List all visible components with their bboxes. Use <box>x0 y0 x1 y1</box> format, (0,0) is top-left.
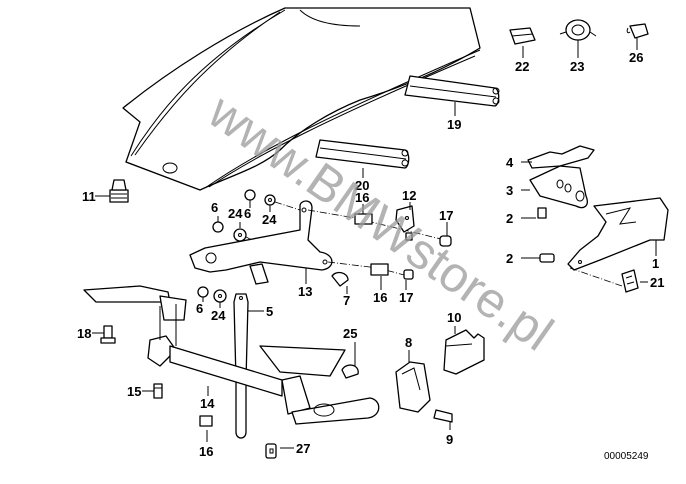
bolt-18 <box>100 325 116 344</box>
callout-21: 21 <box>650 275 664 290</box>
callout-6b: 6 <box>244 206 251 221</box>
callout-16c: 16 <box>199 444 213 459</box>
callout-19: 19 <box>447 117 461 132</box>
clip-26 <box>626 23 649 39</box>
clamp-23 <box>559 19 597 41</box>
callout-22: 22 <box>515 59 529 74</box>
clip-21 <box>621 269 639 293</box>
clip-27 <box>265 443 277 459</box>
callout-17a: 17 <box>439 208 453 223</box>
callout-27: 27 <box>296 441 310 456</box>
gas-strut-5 <box>233 293 249 439</box>
hinge-plate-4 <box>527 145 595 169</box>
hinge-bracket-3 <box>529 165 588 209</box>
clip-22 <box>509 27 536 45</box>
callout-6a: 6 <box>211 200 218 215</box>
callout-2b: 2 <box>506 251 513 266</box>
callout-14: 14 <box>200 396 215 411</box>
callout-3: 3 <box>506 183 513 198</box>
callout-24b: 24 <box>262 212 277 227</box>
hood-lock-8 <box>395 361 431 413</box>
callout-16a: 16 <box>355 190 369 205</box>
callout-labels: 11 22 23 26 19 20 16 12 17 4 3 2 2 1 21 … <box>77 50 664 459</box>
callout-9: 9 <box>446 432 453 447</box>
bolt-15 <box>153 383 163 399</box>
callout-1: 1 <box>652 256 659 271</box>
callout-10: 10 <box>447 310 461 325</box>
callout-6c: 6 <box>196 301 203 316</box>
leader-lines <box>92 38 657 449</box>
bolt-2-lower <box>539 253 623 287</box>
hinge-1 <box>567 197 669 271</box>
callout-20: 20 <box>355 178 369 193</box>
callout-12: 12 <box>402 188 416 203</box>
callout-24a: 24 <box>228 206 243 221</box>
pin-bolt-set <box>199 205 452 427</box>
callout-25: 25 <box>343 326 357 341</box>
callout-15: 15 <box>127 384 141 399</box>
seal-20 <box>315 139 410 169</box>
buffer-block-10 <box>443 329 485 375</box>
callout-4: 4 <box>506 155 514 170</box>
callout-5: 5 <box>266 304 273 319</box>
rubber-buffer-11 <box>109 179 129 203</box>
seal-19 <box>404 75 500 107</box>
hinge-arm-13 <box>189 200 333 285</box>
callout-7: 7 <box>343 293 350 308</box>
bolt-9 <box>433 409 453 423</box>
bolt-2-upper <box>537 207 547 219</box>
callout-13: 13 <box>298 284 312 299</box>
callout-16b: 16 <box>373 290 387 305</box>
callout-18: 18 <box>77 326 91 341</box>
diagram-number: 00005249 <box>604 451 649 462</box>
grommet-25 <box>341 364 359 379</box>
callout-17b: 17 <box>399 290 413 305</box>
callout-23: 23 <box>570 59 584 74</box>
callout-11: 11 <box>82 189 96 204</box>
hinge-assembly-14 <box>83 285 380 425</box>
callout-24c: 24 <box>211 308 226 323</box>
callout-8: 8 <box>405 335 412 350</box>
callout-2a: 2 <box>506 211 513 226</box>
callout-26: 26 <box>629 50 643 65</box>
